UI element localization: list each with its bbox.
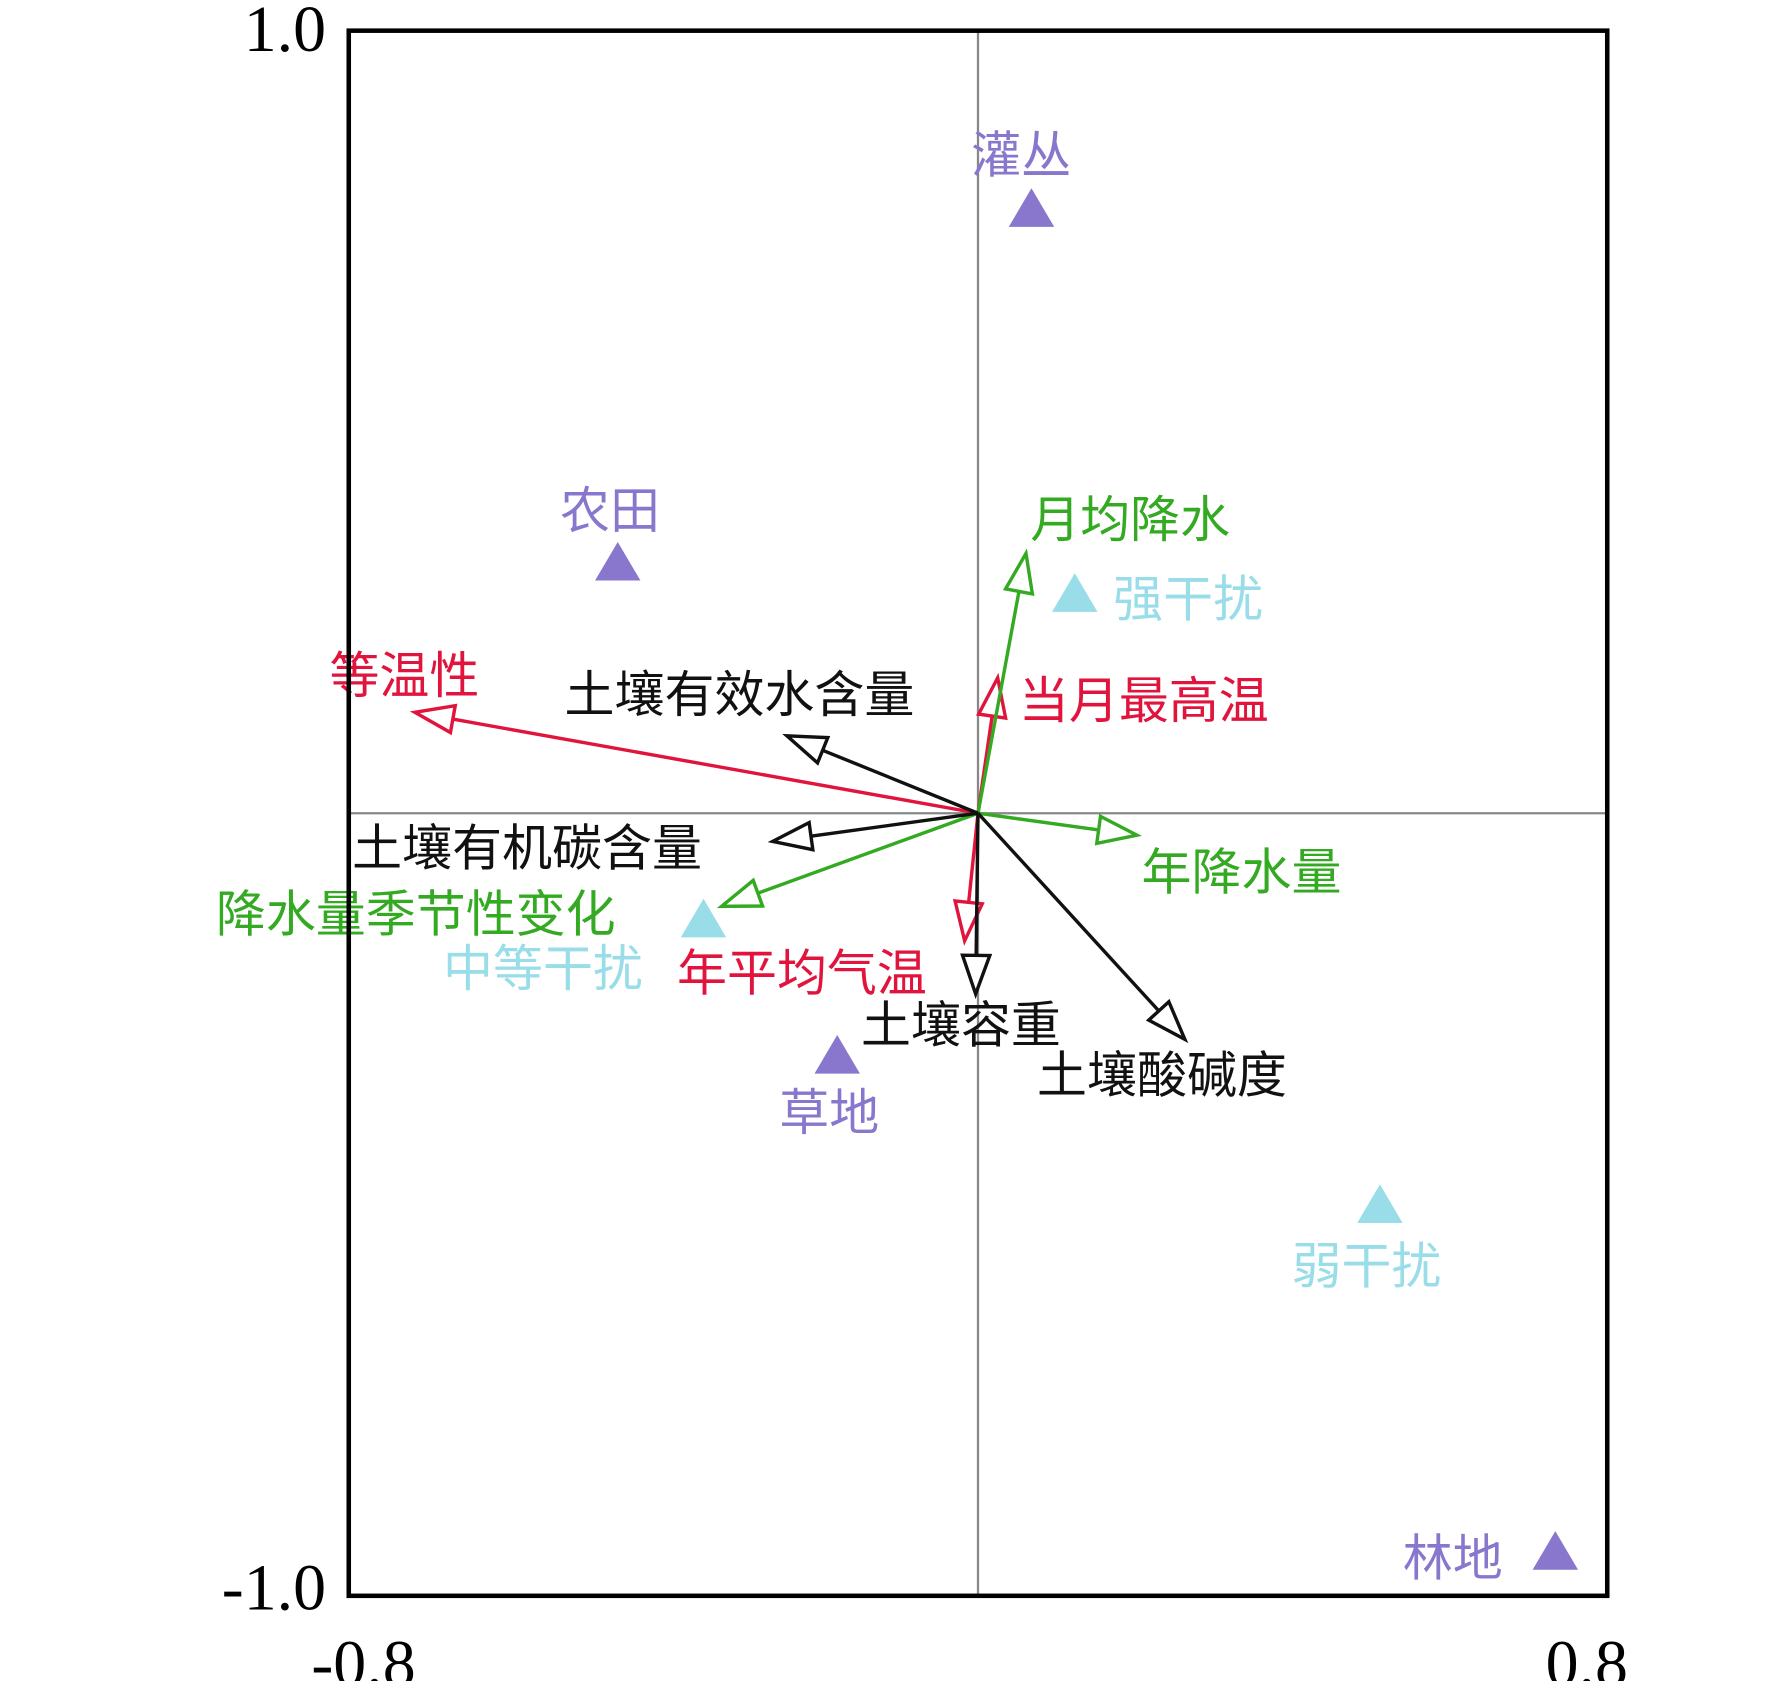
vector-label: 当月最高温 [1019, 672, 1269, 730]
point-1: 农田 [560, 482, 660, 581]
arrowhead [1145, 998, 1189, 1044]
triangle-marker [1532, 1531, 1579, 1570]
arrowhead [960, 953, 993, 1000]
y-tick-bottom: -1.0 [222, 1551, 326, 1624]
vector-4: 年降水量 [977, 811, 1342, 901]
triangle-marker [680, 898, 727, 938]
x-tick-left: -0.8 [311, 1628, 415, 1681]
vector-line [757, 811, 979, 895]
point-2: 草地 [779, 1034, 879, 1142]
vector-6: 土壤有效水含量 [565, 666, 979, 815]
point-label: 灌丛 [971, 127, 1071, 185]
vector-line [977, 811, 1099, 832]
vector-label: 土壤酸碱度 [1037, 1047, 1287, 1105]
point-label: 弱干扰 [1291, 1237, 1441, 1295]
triangle-marker [595, 541, 641, 581]
vector-label: 月均降水 [1030, 491, 1230, 549]
vector-line [810, 811, 979, 838]
vector-line [822, 748, 979, 815]
point-label: 中等干扰 [443, 940, 643, 998]
x-tick-right: 0.8 [1546, 1628, 1628, 1681]
point-0: 灌丛 [971, 127, 1071, 227]
vector-label: 年降水量 [1142, 843, 1342, 901]
arrowhead [767, 820, 815, 852]
vector-9: 土壤酸碱度 [976, 812, 1287, 1105]
arrowhead [782, 733, 831, 766]
arrowhead [1002, 548, 1035, 596]
vector-1: 当月最高温 [975, 672, 1269, 814]
point-3: 林地 [1403, 1529, 1579, 1587]
point-label: 草地 [779, 1084, 879, 1142]
y-tick-top: 1.0 [244, 0, 326, 66]
vector-label: 等温性 [329, 647, 479, 705]
vector-0: 等温性 [329, 647, 979, 815]
point-label: 林地 [1403, 1529, 1503, 1587]
vector-7: 土壤有机碳含量 [352, 811, 979, 877]
point-label: 农田 [560, 482, 660, 540]
vector-line [452, 717, 979, 815]
triangle-marker [814, 1034, 860, 1074]
vector-3: 月均降水 [976, 491, 1230, 814]
point-5: 中等干扰 [443, 898, 727, 998]
vector-label: 土壤有机碳含量 [352, 819, 702, 877]
triangle-marker [1357, 1184, 1403, 1224]
vector-label: 土壤容重 [861, 997, 1061, 1055]
point-label: 强干扰 [1113, 571, 1263, 629]
vector-line [974, 813, 980, 956]
vector-label: 土壤有效水含量 [565, 666, 915, 724]
vector-label: 降水量季节性变化 [216, 885, 616, 943]
point-4: 强干扰 [1052, 571, 1263, 629]
triangle-marker [1052, 573, 1098, 612]
vector-8: 土壤容重 [861, 813, 1061, 1055]
arrowhead [716, 877, 765, 909]
vector-5: 降水量季节性变化 [216, 811, 979, 943]
arrowhead [409, 703, 458, 736]
point-6: 弱干扰 [1291, 1184, 1441, 1295]
vector-line [976, 812, 1161, 1013]
vector-line [976, 591, 1021, 814]
vector-label: 年平均气温 [677, 944, 927, 1002]
triangle-marker [1008, 188, 1055, 227]
arrowhead [1094, 813, 1142, 846]
plot-frame [346, 28, 1610, 1599]
